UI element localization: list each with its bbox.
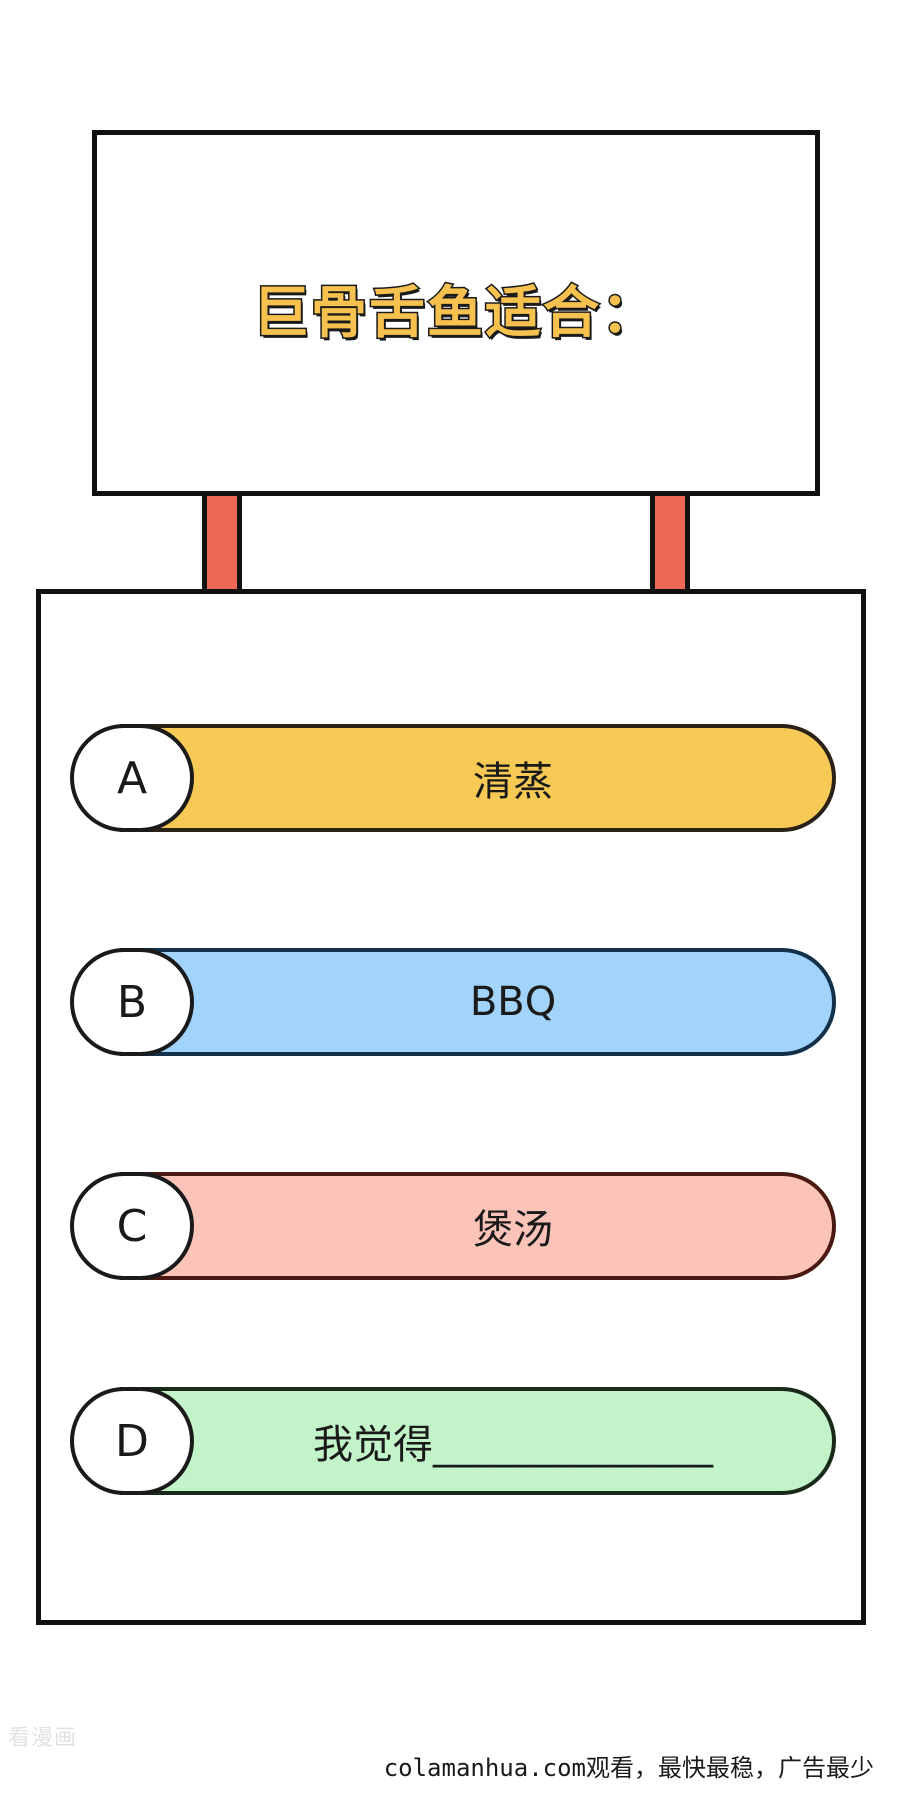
option-a-bar[interactable]: 清蒸: [120, 724, 836, 832]
option-d[interactable]: 我觉得______________ D: [70, 1387, 836, 1495]
sign-post-right: [650, 496, 690, 592]
option-b-text: BBQ: [469, 979, 557, 1025]
watermark-logo-text: 看漫画: [8, 1726, 78, 1751]
option-d-bar[interactable]: 我觉得______________: [120, 1387, 836, 1495]
option-a-text: 清蒸: [473, 759, 553, 805]
option-a-letter: A: [70, 724, 194, 832]
option-c-text: 煲汤: [473, 1207, 553, 1253]
question-title: 巨骨舌鱼适合：: [252, 279, 659, 347]
option-d-letter: D: [70, 1387, 194, 1495]
sign-post-left: [202, 496, 242, 592]
option-a[interactable]: 清蒸 A: [70, 724, 836, 832]
option-d-text: 我觉得______________: [313, 1422, 713, 1468]
option-c-letter: C: [70, 1172, 194, 1280]
option-b-letter: B: [70, 948, 194, 1056]
option-c-bar[interactable]: 煲汤: [120, 1172, 836, 1280]
option-c[interactable]: 煲汤 C: [70, 1172, 836, 1280]
question-sign: 巨骨舌鱼适合：: [92, 130, 820, 496]
option-b-bar[interactable]: BBQ: [120, 948, 836, 1056]
footer-credit: colamanhua.com观看，最快最稳，广告最少: [383, 1754, 874, 1782]
option-b[interactable]: BBQ B: [70, 948, 836, 1056]
